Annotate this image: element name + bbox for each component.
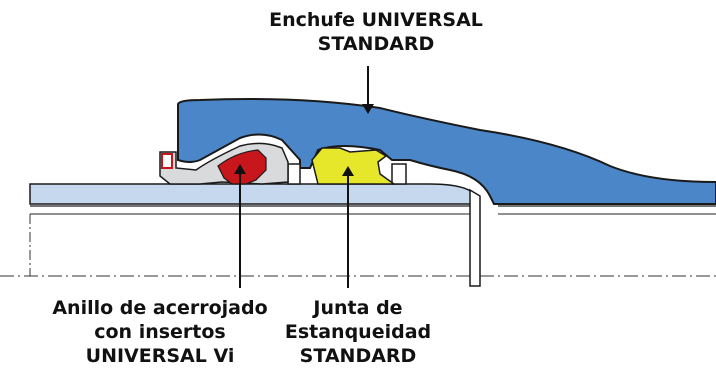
ring-arrow: [234, 164, 246, 174]
locking-ring-notch: [161, 153, 173, 169]
ring-label: Anillo de acerrojado con insertos UNIVER…: [30, 296, 290, 368]
red-insert: [217, 149, 267, 185]
socket-groove-2: [391, 163, 407, 185]
spigot-end: [469, 188, 481, 287]
gasket-label-line-2: Estanqueidad: [284, 321, 432, 343]
socket-body: [177, 98, 716, 205]
ring-label-line-3: UNIVERSAL Vi: [85, 345, 235, 367]
spigot-pipe: [29, 183, 479, 205]
socket-arrow: [362, 104, 374, 114]
ring-label-line-2: con insertos: [94, 321, 226, 343]
gasket-arrow: [342, 166, 354, 176]
socket-groove: [287, 163, 301, 185]
yellow-gasket: [311, 147, 397, 185]
gasket-label-line-3: STANDARD: [299, 345, 417, 367]
socket-label-line-1: Enchufe UNIVERSAL: [269, 9, 483, 31]
gasket-label-line-1: Junta de: [313, 297, 403, 319]
gasket-label: Junta de Estanqueidad STANDARD: [278, 296, 438, 368]
ring-label-line-1: Anillo de acerrojado: [52, 297, 268, 319]
socket-label-line-2: STANDARD: [317, 33, 435, 55]
socket-label: Enchufe UNIVERSAL STANDARD: [236, 8, 516, 56]
